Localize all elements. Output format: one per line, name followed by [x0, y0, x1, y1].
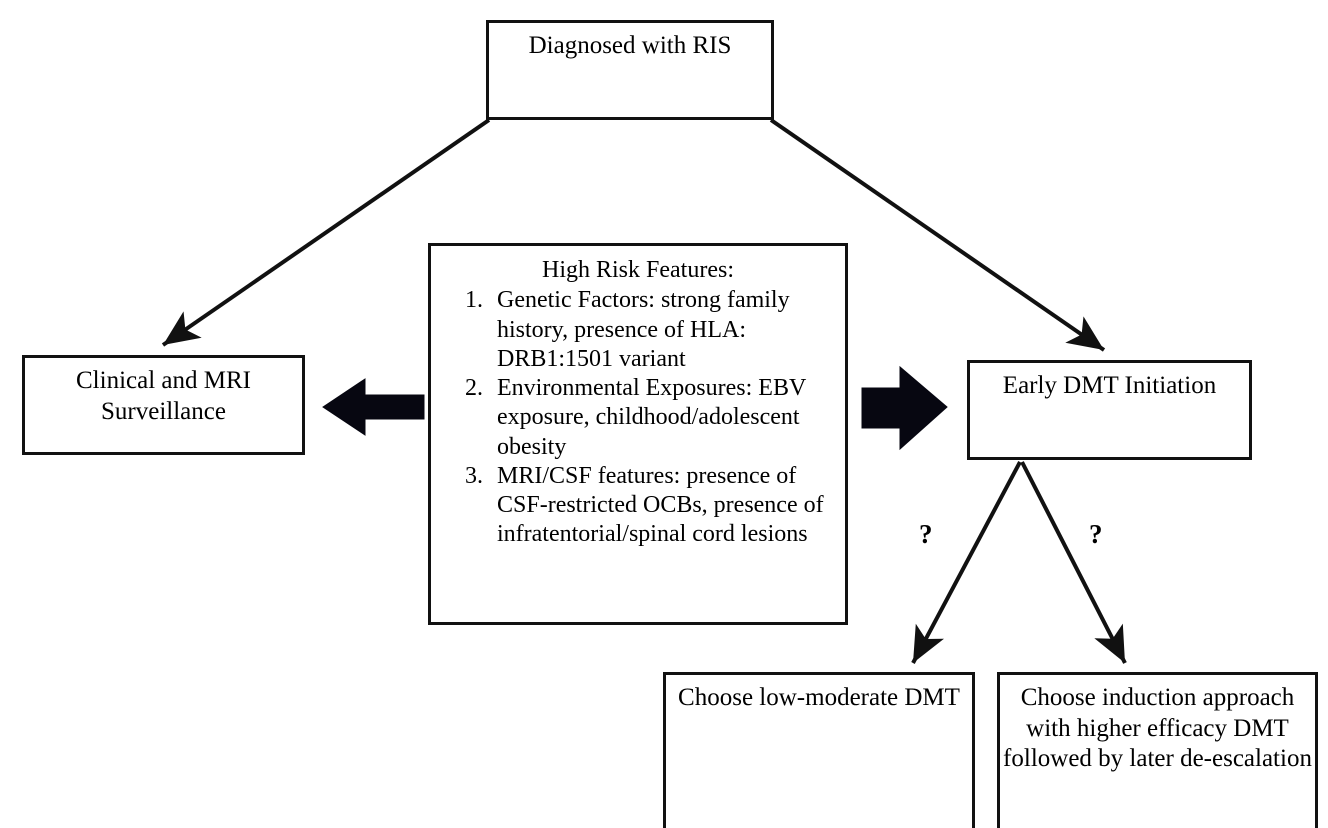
- node-diagnosed-with-ris[interactable]: Diagnosed with RIS: [486, 20, 774, 120]
- list-item: Genetic Factors: strong family history, …: [489, 286, 833, 374]
- edge-label-question-right: ?: [1089, 519, 1103, 549]
- node-choose-low-moderate-dmt[interactable]: Choose low-moderate DMT: [663, 672, 975, 828]
- edge-label-question-left: ?: [919, 519, 933, 549]
- block-arrow-right: [861, 365, 948, 451]
- node-clinical-and-mri-surveillance[interactable]: Clinical and MRI Surveillance: [22, 355, 305, 455]
- list-item: Environmental Exposures: EBV exposure, c…: [489, 374, 833, 462]
- edge-right-to-bottom-right: [1020, 461, 1127, 664]
- node-high-risk-features[interactable]: High Risk Features: Genetic Factors: str…: [428, 243, 848, 625]
- node-choose-induction-approach[interactable]: Choose induction approach with higher ef…: [997, 672, 1318, 828]
- high-risk-features-list: Genetic Factors: strong family history, …: [431, 286, 845, 549]
- edge-right-to-bottom-left: [911, 461, 1022, 664]
- node-choose-low-moderate-dmt-label: Choose low-moderate DMT: [678, 684, 960, 711]
- node-clinical-and-mri-surveillance-label: Clinical and MRI Surveillance: [76, 367, 251, 425]
- block-arrow-left: [322, 378, 425, 436]
- node-early-dmt-initiation-label: Early DMT Initiation: [1002, 372, 1217, 399]
- node-early-dmt-initiation[interactable]: Early DMT Initiation: [967, 360, 1252, 460]
- node-diagnosed-with-ris-label: Diagnosed with RIS: [528, 32, 732, 59]
- list-item: MRI/CSF features: presence of CSF-restri…: [489, 462, 833, 550]
- high-risk-features-heading: High Risk Features:: [542, 257, 734, 283]
- node-choose-induction-approach-label: Choose induction approach with higher ef…: [1003, 684, 1312, 772]
